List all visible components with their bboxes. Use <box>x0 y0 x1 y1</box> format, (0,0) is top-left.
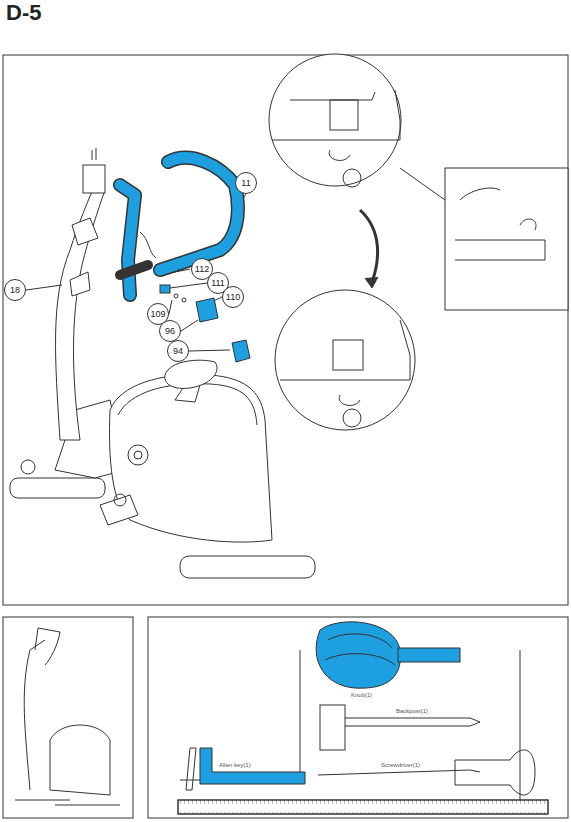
callout-text: 11 <box>241 178 250 188</box>
tool-label: Knob(1) <box>350 692 373 698</box>
callout-number: 11 <box>235 172 257 194</box>
tool-label: Allen key(1) <box>218 762 252 768</box>
callout-number: 94 <box>167 340 189 362</box>
callout-text: 94 <box>173 346 183 356</box>
tool-label: Screwdriver(1) <box>380 762 421 768</box>
callout-text: 111 <box>211 278 225 288</box>
callout-number: 96 <box>159 320 181 342</box>
callout-text: 112 <box>195 264 209 274</box>
tool-label: Backpost(1) <box>395 708 429 714</box>
callout-text: 110 <box>226 292 240 302</box>
callout-number: 18 <box>4 279 26 301</box>
callout-text: 18 <box>10 285 20 295</box>
callout-text: 109 <box>150 309 165 319</box>
callout-number: 110 <box>222 286 244 308</box>
page-title: D-5 <box>6 0 41 26</box>
callout-text: 96 <box>165 326 175 336</box>
